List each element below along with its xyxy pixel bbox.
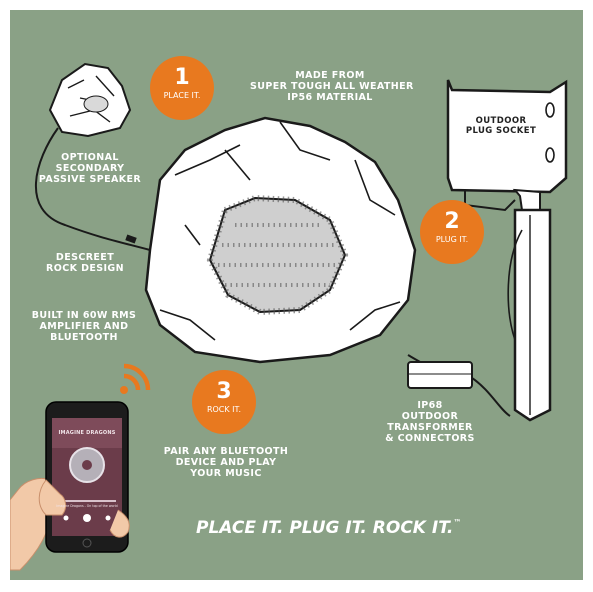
step-3-badge: 3 ROCK IT. (192, 370, 256, 434)
transformer-box (407, 361, 473, 389)
plug-socket-post (446, 79, 568, 422)
step-1-badge: 1 PLACE IT. (150, 56, 214, 120)
cable-connector (125, 234, 137, 244)
step-3-number: 3 (216, 379, 232, 404)
phone-track-text: Imagine Dragons - On top of the world (56, 504, 118, 508)
phone-artist-text: IMAGINE DRAGONS (58, 430, 116, 436)
rock-design-label: DESCREET ROCK DESIGN (46, 252, 124, 274)
pairing-label: PAIR ANY BLUETOOTH DEVICE AND PLAY YOUR … (163, 446, 289, 479)
product-panel: IMAGINE DRAGONS Imagine Dragons - On top… (10, 10, 583, 580)
step-1-number: 1 (174, 65, 190, 90)
product-illustration (10, 62, 568, 571)
step-2-number: 2 (444, 209, 460, 234)
speaker-cable (35, 127, 151, 251)
step-3-label: ROCK IT. (206, 405, 242, 414)
socket-label: OUTDOOR PLUG SOCKET (465, 116, 537, 136)
material-label: MADE FROM SUPER TOUGH ALL WEATHER IP56 M… (250, 70, 414, 103)
step-1-label: PLACE IT. (163, 91, 201, 100)
step-2-label: PLUG IT. (435, 235, 469, 244)
transformer-label: IP68 OUTDOOR TRANSFORMER & CONNECTORS (385, 400, 475, 444)
step-2-badge: 2 PLUG IT. (420, 200, 484, 264)
secondary-speaker-rock (48, 62, 132, 138)
phone-illustration (10, 401, 130, 571)
slogan-text: PLACE IT. PLUG IT. ROCK IT.™ (196, 518, 461, 538)
bluetooth-signal-icon (120, 363, 151, 394)
amplifier-label: BUILT IN 60W RMS AMPLIFIER AND BLUETOOTH (31, 310, 137, 343)
trademark-mark: ™ (453, 518, 462, 527)
main-rock-speaker (144, 116, 417, 364)
transformer-cable (471, 377, 511, 417)
slogan-main: PLACE IT. PLUG IT. ROCK IT. (196, 518, 454, 538)
secondary-speaker-label: OPTIONAL SECONDARY PASSIVE SPEAKER (38, 152, 142, 185)
